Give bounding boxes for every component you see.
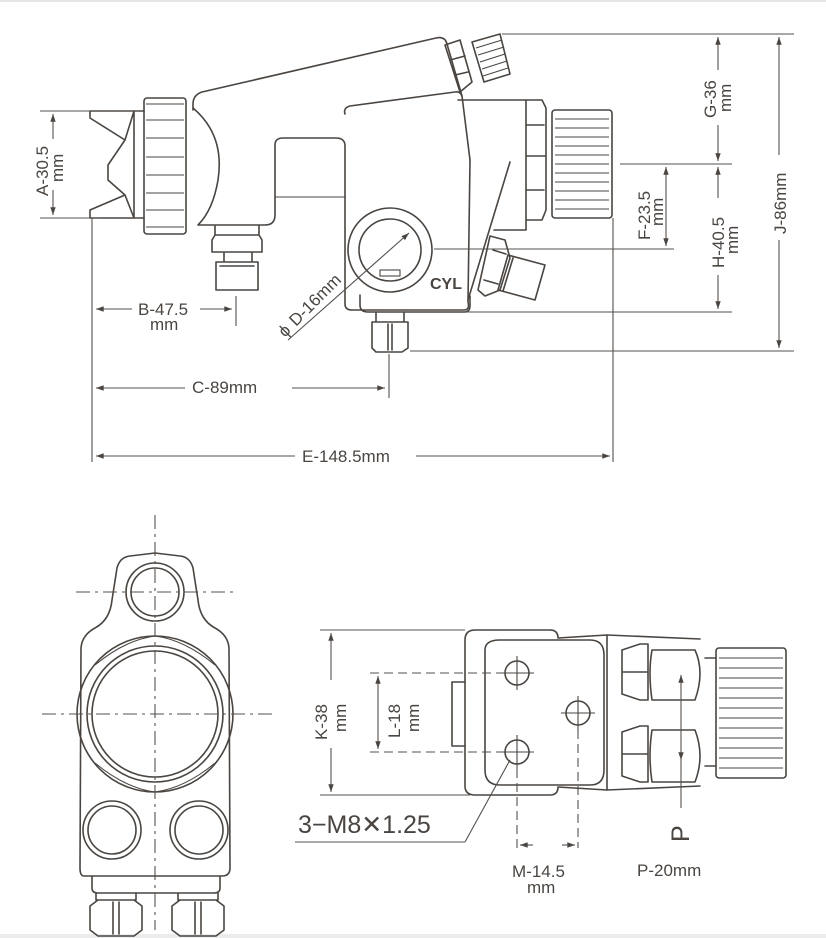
- cylinder-port-inner: [358, 218, 422, 282]
- dimension-C-value: C-89mm: [192, 378, 257, 397]
- dimension-G: G-36 mm: [502, 33, 794, 165]
- nozzle-ring-knurl: [146, 103, 184, 228]
- top-border: [0, 0, 826, 2]
- dimension-D-value: D-16mm: [285, 270, 345, 330]
- cyl-label: CYL: [430, 276, 462, 293]
- barrel-lower-edge: [343, 91, 471, 161]
- bottom-nose: [451, 681, 466, 747]
- side-air-fitting-nut: [497, 254, 546, 301]
- bottom-hex-upper: [621, 643, 649, 701]
- dimension-G-unit: mm: [716, 84, 735, 112]
- bottom-cap-upper: [649, 649, 701, 701]
- front-body-outline: [79, 552, 231, 877]
- dimension-M-value: M-14.5: [512, 862, 565, 881]
- dimension-J-value: J-86mm: [771, 173, 790, 234]
- air-cap: [89, 110, 145, 219]
- dimension-P-value: P-20mm: [637, 861, 701, 880]
- dimension-P: P P-20mm: [637, 674, 701, 880]
- front-port-left-outer: [82, 800, 142, 860]
- front-base-plate: [91, 875, 221, 894]
- dimension-G-value: G-36: [701, 80, 720, 118]
- bottom-border: [0, 934, 826, 938]
- rear-knob-knurl: [555, 118, 609, 210]
- dimension-A-value: A-30.5: [33, 146, 52, 196]
- dimension-M-unit: mm: [527, 878, 555, 897]
- rear-hex-nut: [525, 99, 547, 221]
- dimension-K-value: K-38: [312, 704, 331, 740]
- dimension-B-value: B-47.5: [138, 300, 188, 319]
- rear-knob: [551, 109, 613, 219]
- base-plate: [359, 294, 471, 313]
- bottom-knob-knurl: [719, 657, 783, 769]
- dimension-M: M-14.5 mm: [512, 730, 579, 897]
- top-screw-knob: [471, 33, 511, 83]
- thread-spec-label: 3−M8✕1.25: [298, 811, 431, 839]
- front-fitting-left: [89, 892, 143, 937]
- mount-hole-crosshairs: [500, 656, 595, 769]
- dimension-E-value: E-148.5mm: [302, 447, 390, 466]
- cylinder-port-slot: [379, 269, 401, 277]
- dimension-K: K-38 mm: [312, 629, 470, 796]
- body-rear-block: [457, 99, 527, 231]
- bottom-hex-lower: [621, 725, 649, 783]
- side-view: CYL A-30.5 mm B-47.5 mm C-89mm: [33, 33, 794, 466]
- bottom-view: K-38 mm L-18 mm M-14.5 mm P P-20mm: [295, 629, 787, 897]
- dimension-L-value: L-18: [385, 704, 404, 738]
- dimension-B: B-47.5 mm: [91, 218, 237, 462]
- dimension-A-unit: mm: [48, 154, 67, 182]
- front-port-left-inner: [87, 805, 137, 855]
- dimension-F-value: F-23.5: [635, 191, 654, 240]
- top-screw-hex: [444, 39, 473, 93]
- front-port-right-outer: [169, 800, 229, 860]
- front-view: [42, 515, 274, 937]
- dimension-D: ϕ D-16mm: [274, 232, 410, 341]
- dimension-C: C-89mm: [96, 354, 390, 398]
- dimension-B-unit: mm: [150, 315, 178, 334]
- bottom-cap-lower: [649, 729, 701, 783]
- dimension-H-value: H-40.5: [709, 217, 728, 268]
- body-diagonal: [467, 161, 511, 301]
- bottom-rear-bottom-edge: [606, 785, 701, 791]
- bottom-air-fitting: [371, 311, 409, 353]
- dimension-K-unit: mm: [331, 704, 350, 732]
- bottom-knob: [715, 647, 787, 779]
- dimension-A: A-30.5 mm: [33, 110, 140, 219]
- dimension-L-unit: mm: [404, 704, 423, 732]
- dimension-L: L-18 mm: [370, 672, 500, 753]
- fluid-inlet-fitting: [211, 225, 263, 291]
- dimension-J: J-86mm: [410, 36, 794, 352]
- dimension-F: F-23.5 mm: [434, 167, 674, 250]
- dimension-F-unit: mm: [648, 198, 667, 226]
- thread-spec-callout: 3−M8✕1.25: [295, 759, 511, 843]
- front-fitting-right: [171, 892, 225, 937]
- dimension-H: H-40.5 mm: [466, 167, 742, 313]
- cylinder-port-outer: [347, 207, 433, 293]
- front-dome: [192, 107, 471, 311]
- front-port-right-inner: [174, 805, 224, 855]
- bottom-pad: [484, 639, 605, 786]
- dimension-H-unit: mm: [723, 226, 742, 254]
- dimension-E: E-148.5mm: [96, 218, 614, 466]
- bottom-rear-top-edge: [606, 634, 701, 640]
- dimension-P-marker: P: [667, 825, 695, 842]
- nozzle-ring: [143, 97, 187, 235]
- top-screw-knurl: [475, 39, 509, 77]
- gun-barrel-body: [192, 36, 463, 111]
